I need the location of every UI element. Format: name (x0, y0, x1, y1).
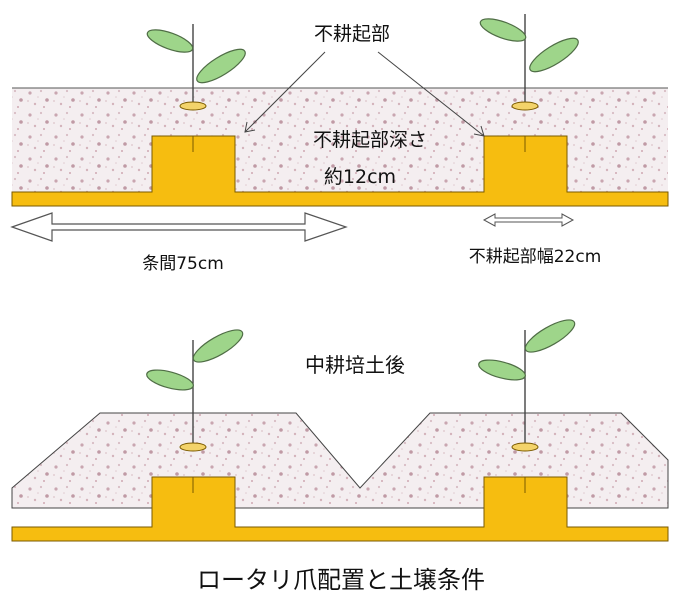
untilled-width-arrow (482, 213, 575, 227)
ridge-soil-layer (11, 412, 669, 509)
bottom-untilled-profile (11, 476, 669, 542)
leaf-left (146, 29, 194, 53)
bottom-left-plant (146, 329, 244, 452)
after-cultivation-label: 中耕培土後 (305, 353, 405, 377)
leaf-left (479, 18, 527, 42)
untilled-width-label: 不耕起部幅22cm (469, 247, 602, 267)
leaf-left (146, 369, 194, 391)
top-right-plant (479, 14, 579, 111)
seed (179, 101, 207, 111)
row-spacing-arrow-shape (10, 212, 348, 242)
row-spacing-arrow (10, 212, 348, 242)
seed (511, 442, 539, 452)
untilled-depth-label: 不耕起部深さ (313, 129, 427, 151)
untilled-depth-value: 約12cm (324, 166, 396, 188)
callout-arrow-right (377, 51, 485, 137)
top-left-plant (146, 24, 246, 111)
seed (511, 101, 539, 111)
leaf-right (529, 37, 579, 73)
leaf-right (196, 48, 246, 84)
diagram-caption: ロータリ爪配置と土壌条件 (197, 566, 485, 594)
leaf-left (478, 359, 526, 381)
bottom-right-plant (478, 319, 576, 452)
callout-arrowhead-right (473, 125, 485, 137)
untilled-width-arrow-shape (482, 213, 575, 227)
row-spacing-label: 条間75cm (142, 254, 224, 274)
bottom-diagram: 中耕培土後 (11, 319, 669, 542)
callout-arrowhead-left (244, 121, 256, 133)
top-diagram: 不耕起部 不耕起部深さ 約12cm 条間75cm 不耕起部幅22cm (10, 14, 669, 274)
seed (179, 442, 207, 452)
untilled-part-label: 不耕起部 (314, 23, 390, 45)
callout-arrows (244, 51, 485, 137)
leaf-right (524, 319, 576, 353)
callout-arrow-left (244, 51, 326, 133)
leaf-right (192, 329, 244, 363)
